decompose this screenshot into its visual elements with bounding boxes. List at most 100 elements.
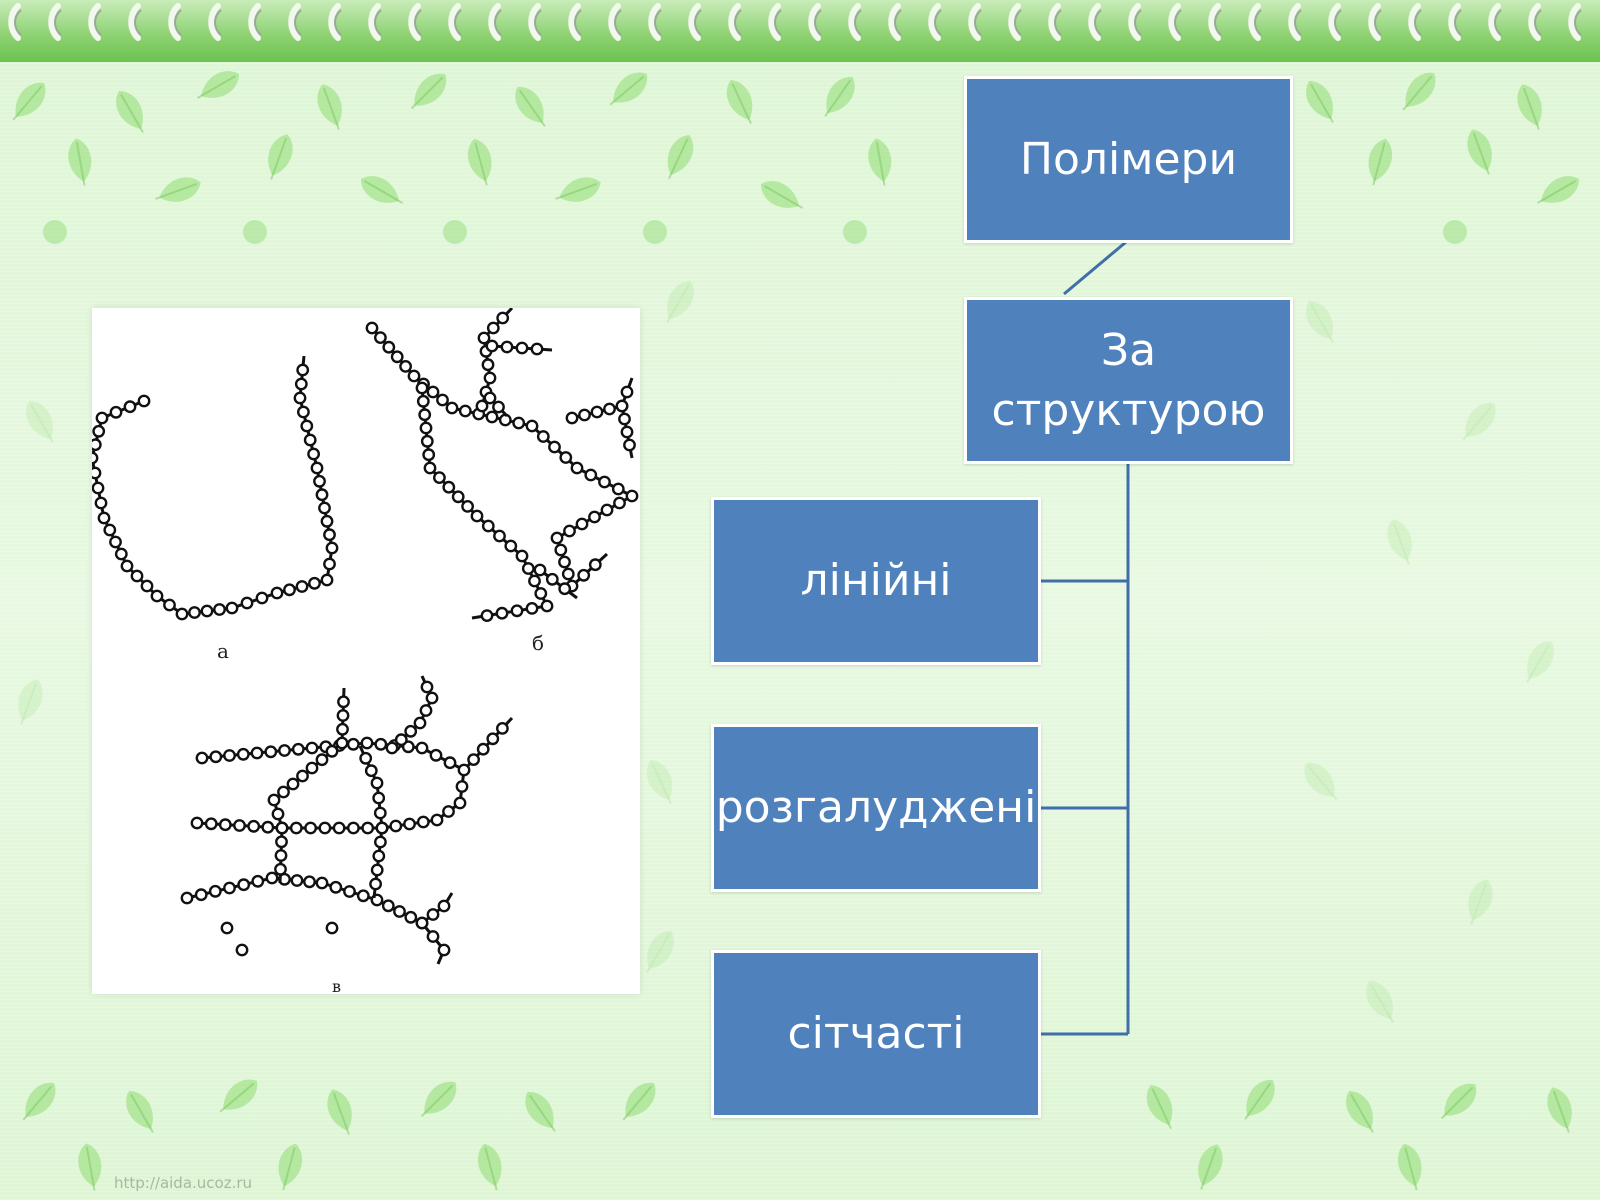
spiral-ring-shadow: [1054, 9, 1062, 36]
monomer-bead: [625, 489, 639, 503]
spiral-ring-shadow: [934, 9, 942, 36]
monomer-bead: [423, 461, 437, 475]
monomer-bead: [550, 531, 564, 545]
monomer-bead: [315, 488, 329, 502]
monomer-bead: [373, 331, 387, 345]
monomer-bead: [588, 510, 601, 524]
monomer-bead: [296, 769, 309, 783]
monomer-bead: [194, 888, 208, 902]
spiral-ring-shadow: [614, 9, 622, 36]
monomer-bead: [109, 535, 122, 549]
monomer-bead: [415, 741, 429, 755]
spiral-ring-shadow: [1174, 9, 1182, 36]
monomer-bead: [620, 385, 634, 399]
monomer-bead: [451, 490, 465, 504]
monomer-bead: [240, 596, 254, 610]
monomer-bead: [296, 363, 310, 377]
monomer-bead: [418, 408, 432, 422]
monomer-bead: [261, 820, 275, 834]
monomer-bead: [283, 583, 296, 597]
monomer-bead: [291, 742, 305, 756]
monomer-bead: [208, 884, 222, 898]
monomer-bead: [559, 451, 573, 464]
monomer-bead: [123, 400, 137, 414]
monomer-bead: [320, 573, 334, 587]
monomer-bead: [236, 747, 250, 761]
monomer-bead: [289, 821, 303, 835]
spiral-ring: [1488, 3, 1501, 41]
monomer-bead: [278, 744, 291, 757]
monomer-bead: [180, 891, 194, 905]
spiral-ring-shadow: [454, 9, 462, 36]
monomer-bead: [332, 821, 346, 835]
spiral-ring-shadow: [1094, 9, 1102, 36]
monomer-bead: [426, 908, 440, 921]
monomer-bead: [343, 885, 356, 898]
spiral-ring: [368, 3, 381, 41]
spiral-ring: [528, 3, 541, 41]
monomer-bead: [504, 539, 518, 553]
monomer-bead: [480, 609, 494, 622]
monomer-bead: [294, 377, 308, 391]
polymer-structure-figure: а б в: [92, 308, 640, 994]
monomer-bead: [483, 391, 497, 405]
spiral-ring-shadow: [1414, 9, 1422, 36]
monomer-bead: [233, 819, 246, 832]
spiral-ring-shadow: [134, 9, 142, 36]
monomer-bead: [561, 567, 575, 581]
spiral-ring-shadow: [734, 9, 742, 36]
monomer-bead: [611, 482, 625, 496]
monomer-bead: [382, 340, 396, 354]
spiral-ring-shadow: [974, 9, 982, 36]
monomer-bead: [500, 340, 514, 354]
monomer-bead: [223, 749, 236, 762]
monomer-bead: [422, 448, 436, 462]
monomer-bead: [483, 371, 497, 385]
monomer-bead: [620, 425, 634, 439]
monomer-bead: [92, 424, 106, 438]
monomer-bead: [393, 905, 406, 918]
monomer-bead: [389, 819, 403, 833]
monomer-bead: [92, 451, 99, 465]
spiral-ring: [128, 3, 141, 41]
spiral-ring-shadow: [1134, 9, 1142, 36]
monomer-bead: [190, 816, 204, 830]
monomer-bead: [455, 780, 469, 793]
monomer-bead: [486, 732, 500, 746]
spiral-ring: [608, 3, 621, 41]
monomer-bead: [590, 405, 604, 419]
spiral-ring-shadow: [1014, 9, 1022, 36]
monomer-bead: [613, 496, 626, 510]
monomer-bead: [413, 716, 427, 730]
spiral-ring-shadow: [534, 9, 542, 36]
monomer-bead: [420, 434, 434, 448]
spiral-ring: [728, 3, 741, 41]
monomer-bead: [235, 943, 249, 957]
monomer-bead: [485, 410, 499, 424]
monomer-bead: [109, 405, 123, 419]
monomer-bead: [415, 381, 429, 395]
monomer-bead: [407, 369, 421, 383]
monomer-bead: [277, 785, 290, 799]
monomer-bead: [525, 419, 539, 433]
monomer-bead: [251, 874, 265, 888]
spiral-ring: [408, 3, 421, 41]
monomer-bead: [286, 777, 300, 791]
monomer-bead: [600, 503, 614, 517]
spiral-ring: [688, 3, 701, 41]
monomer-bead: [588, 558, 602, 572]
monomer-bead: [495, 721, 509, 735]
monomer-bead: [218, 818, 232, 832]
monomer-bead: [92, 438, 102, 452]
monomer-bead: [475, 399, 489, 413]
monomer-bead: [213, 603, 226, 616]
monomer-bead: [304, 821, 318, 835]
source-watermark: http://aida.ucoz.ru: [114, 1174, 253, 1192]
monomer-bead: [274, 862, 287, 876]
spiral-ring-shadow: [174, 9, 182, 36]
spiral-ring: [888, 3, 901, 41]
spiral-ring-shadow: [654, 9, 662, 36]
monomer-bead: [512, 416, 526, 430]
monomer-bead: [416, 394, 430, 408]
monomer-bead: [318, 501, 331, 515]
